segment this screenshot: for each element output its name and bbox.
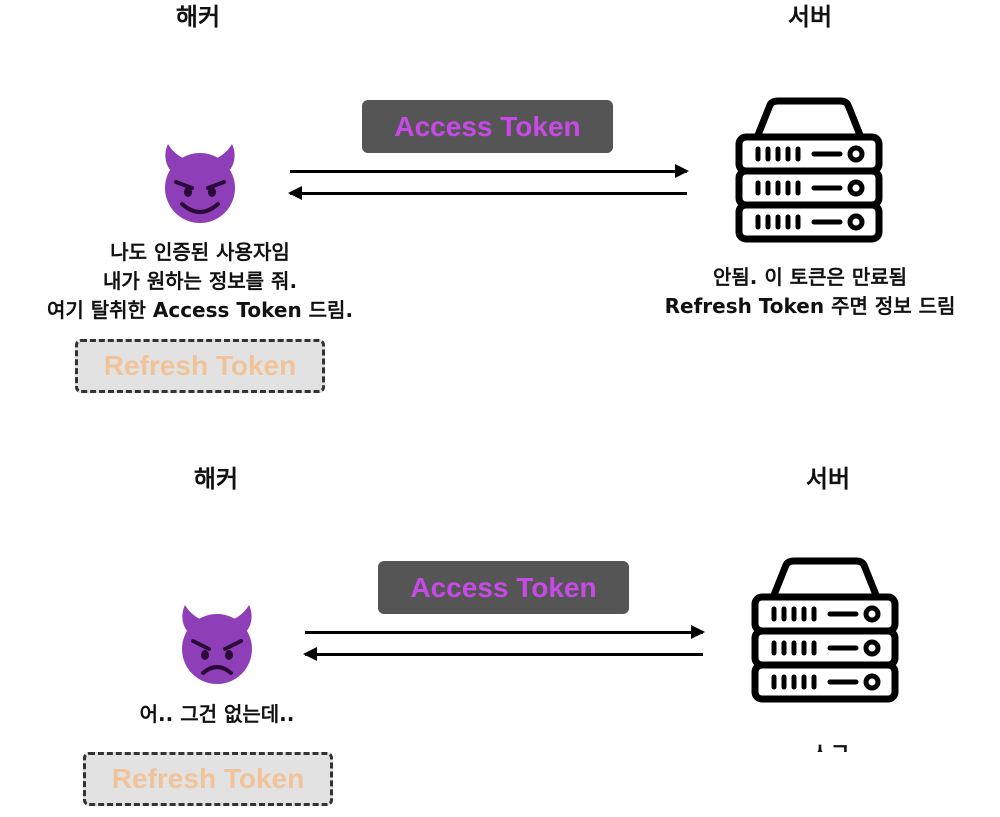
angry-devil-icon — [175, 603, 259, 687]
smiling-devil-icon — [158, 142, 242, 226]
access-token-box: Access Token — [362, 100, 613, 153]
refresh-token-label: Refresh Token — [103, 350, 297, 381]
server-rack-icon — [734, 97, 884, 245]
request-arrow — [305, 625, 705, 639]
response-arrow — [288, 186, 687, 200]
request-arrow — [290, 164, 689, 178]
access-token-box: Access Token — [378, 561, 629, 614]
hacker-message-line: 내가 원하는 정보를 줘. — [102, 269, 298, 293]
hacker-title: 해커 — [175, 3, 221, 31]
hacker-title: 해커 — [193, 465, 239, 493]
server-message-line: 안됨. 이 토큰은 만료됨 — [712, 265, 908, 289]
refresh-token-label: Refresh Token — [111, 763, 305, 794]
server-title: 서버 — [805, 465, 851, 493]
access-token-label: Access Token — [394, 110, 581, 142]
server-message-clipped: ㅅㄱ — [760, 738, 900, 752]
server-message-line: Refresh Token 주면 정보 드림 — [664, 294, 956, 318]
access-token-label: Access Token — [410, 571, 597, 603]
server-title: 서버 — [787, 3, 833, 31]
hacker-message-line: 나도 인증된 사용자임 — [110, 240, 290, 264]
hacker-message-line: 여기 탈취한 Access Token 드림. — [46, 298, 354, 322]
hacker-message: 나도 인증된 사용자임 내가 원하는 정보를 줘. 여기 탈취한 Access … — [10, 238, 390, 325]
server-rack-icon — [750, 557, 900, 705]
server-message-line: ㅅㄱ — [760, 738, 900, 752]
hacker-message: 어.. 그건 없는데.. — [17, 700, 417, 729]
refresh-token-box: Refresh Token — [83, 752, 333, 806]
refresh-token-box: Refresh Token — [75, 339, 325, 393]
response-arrow — [303, 647, 703, 661]
server-message: 안됨. 이 토큰은 만료됨 Refresh Token 주면 정보 드림 — [620, 263, 1000, 321]
hacker-message-line: 어.. 그건 없는데.. — [139, 702, 295, 726]
